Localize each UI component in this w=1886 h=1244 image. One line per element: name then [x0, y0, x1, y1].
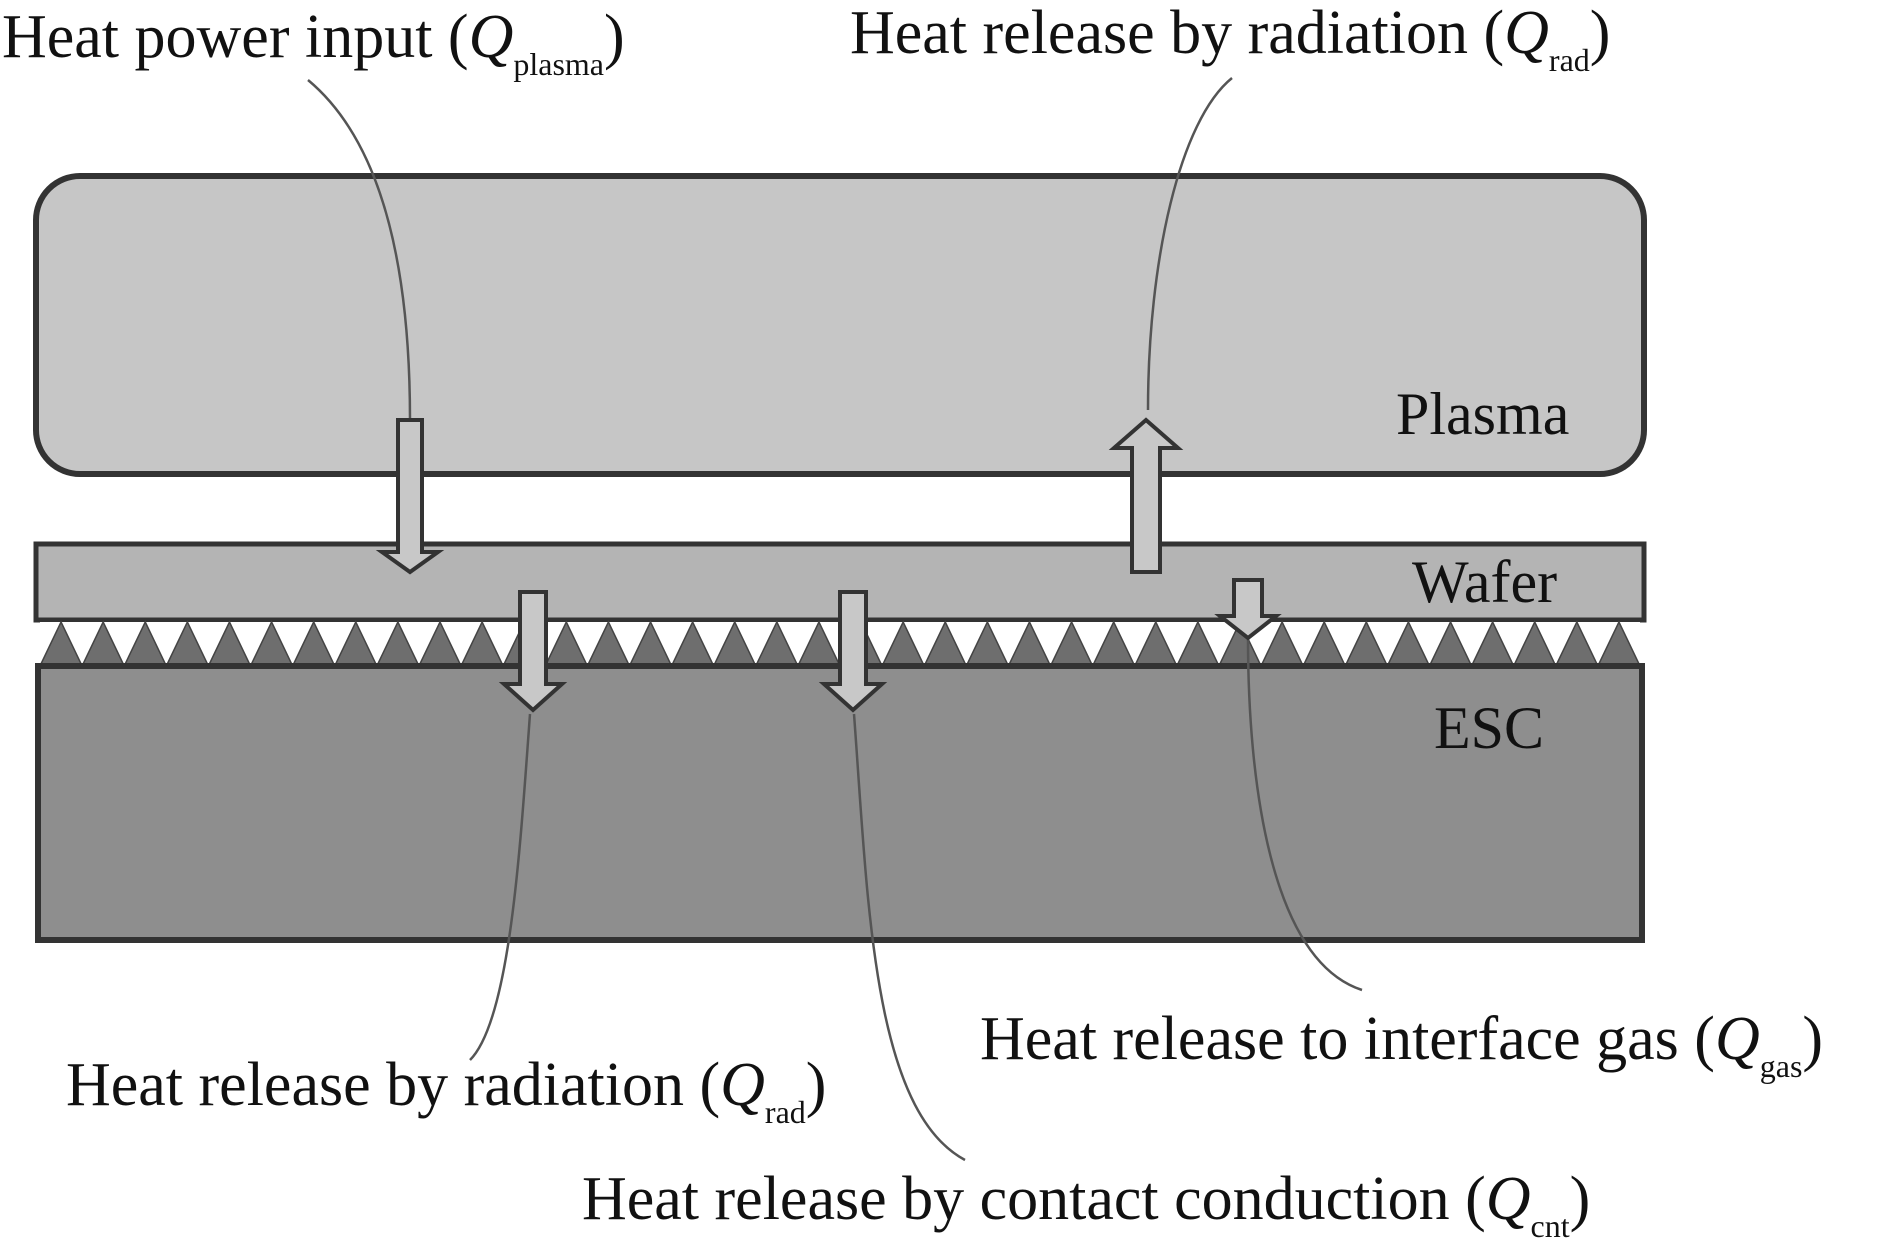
label-heat-power-input: Heat power input (Qplasma) [2, 6, 625, 80]
label-interface-gas: Heat release to interface gas (Qgas) [980, 1008, 1823, 1082]
label-close: ) [1802, 1005, 1824, 1073]
arrow-contact-conduction [818, 590, 888, 713]
label-text: Heat power input ( [2, 3, 469, 71]
label-radiation-bottom: Heat release by radiation (Qrad) [66, 1054, 826, 1128]
label-subscript: gas [1759, 1048, 1803, 1084]
leader-radiation-bottom [469, 713, 532, 1061]
label-text: Heat release by contact conduction ( [582, 1165, 1486, 1233]
label-text: Heat release to interface gas ( [980, 1005, 1715, 1073]
label-close: ) [1569, 1165, 1591, 1233]
arrow-radiation-top [1108, 417, 1184, 574]
plasma-label: Plasma [1396, 381, 1570, 447]
wafer-label: Wafer [1412, 549, 1558, 615]
plasma-block [33, 173, 1647, 477]
arrow-interface-gas [1214, 578, 1282, 641]
leader-radiation-top [1146, 77, 1233, 411]
esc-block [35, 663, 1645, 943]
leader-interface-gas [1246, 637, 1363, 992]
label-subscript: cnt [1530, 1208, 1570, 1244]
label-q: Q [720, 1051, 765, 1119]
label-q: Q [1714, 1005, 1760, 1073]
label-close: ) [604, 3, 625, 71]
label-subscript: rad [1548, 42, 1590, 78]
label-radiation-top: Heat release by radiation (Qrad) [850, 2, 1610, 76]
label-contact-conduction: Heat release by contact conduction (Qcnt… [582, 1168, 1590, 1242]
label-subscript: rad [764, 1094, 806, 1130]
label-q: Q [468, 3, 514, 71]
label-q: Q [1485, 1165, 1531, 1233]
leader-heat-power-input [307, 79, 412, 421]
label-text: Heat release by radiation ( [66, 1051, 721, 1119]
label-close: ) [805, 1051, 827, 1119]
esc-label: ESC [1434, 695, 1545, 761]
arrow-heat-power-input [375, 418, 445, 575]
label-q: Q [1504, 0, 1549, 67]
label-close: ) [1589, 0, 1611, 67]
label-subscript: plasma [513, 46, 604, 82]
arrow-radiation-bottom [498, 590, 568, 713]
leader-contact-conduction [852, 713, 966, 1162]
label-text: Heat release by radiation ( [850, 0, 1505, 67]
